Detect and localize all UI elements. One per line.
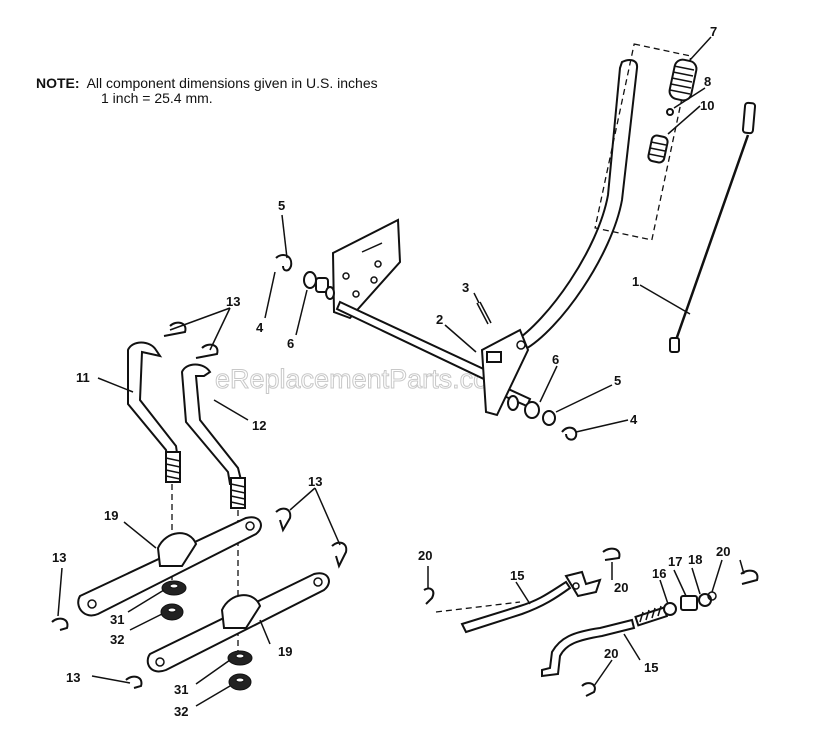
callout-13-top: 13 (226, 294, 240, 309)
handle-grip-guide (594, 43, 692, 241)
callout-18: 18 (688, 552, 702, 567)
callout-15-upper: 15 (510, 568, 524, 583)
clevis-pin-top-a (163, 321, 187, 337)
callout-3: 3 (462, 280, 469, 295)
mounting-bracket (331, 218, 402, 320)
jam-nut-16 (663, 602, 677, 616)
bushing-left (315, 277, 329, 293)
callout-13-mid: 13 (308, 474, 322, 489)
callout-19-upper: 19 (104, 508, 118, 523)
callout-17: 17 (668, 554, 682, 569)
callout-20-center: 20 (614, 580, 628, 595)
lift-link-right (180, 363, 246, 509)
collar-left (325, 286, 335, 300)
flat-washer-right (542, 410, 556, 426)
washer-right (524, 401, 540, 419)
callout-4-right: 4 (630, 412, 638, 427)
callout-31-lower: 31 (174, 682, 188, 697)
note-line-2: 1 inch = 25.4 mm. (101, 90, 213, 106)
callout-12: 12 (252, 418, 266, 433)
rod-spring-pin (476, 301, 492, 325)
adjustment-rod-upper (460, 570, 602, 634)
callout-8: 8 (704, 74, 711, 89)
clevis-pin-mid-b (331, 541, 348, 569)
cotter-pin-center (602, 547, 621, 561)
callout-20-bottom: 20 (604, 646, 618, 661)
lift-rod (669, 101, 757, 353)
callout-7: 7 (710, 24, 717, 39)
callout-19-lower: 19 (278, 644, 292, 659)
clevis-pin-bottom-b (125, 675, 143, 689)
hairpin-clip-left (275, 253, 293, 272)
hairpin-clip-right (561, 426, 578, 441)
callout-4-left: 4 (256, 320, 264, 335)
clevis-pin-bottom-a (51, 617, 69, 631)
grip-pin (666, 108, 674, 116)
clevis-pin-mid-a (275, 507, 292, 533)
callout-11: 11 (76, 370, 90, 385)
handle-grip (668, 58, 698, 102)
callout-32-lower: 32 (174, 704, 188, 719)
lift-link-left (127, 341, 181, 483)
callout-13-left: 13 (52, 550, 66, 565)
leader-lines (57, 36, 745, 707)
callout-2: 2 (436, 312, 443, 327)
callout-31-upper: 31 (110, 612, 124, 627)
handle-spring (647, 134, 669, 164)
callout-20-left: 20 (418, 548, 432, 563)
dimension-note: NOTE: All component dimensions given in … (36, 76, 378, 106)
lift-handle (480, 59, 639, 417)
callout-10: 10 (700, 98, 714, 113)
clevis-pin-top-b (195, 343, 219, 359)
callout-20-right: 20 (716, 544, 730, 559)
note-line-1: All component dimensions given in U.S. i… (86, 75, 378, 91)
callout-16: 16 (652, 566, 666, 581)
callout-32-upper: 32 (110, 632, 124, 647)
washer-left (303, 271, 317, 289)
cotter-pin-bottom (581, 682, 596, 697)
nut-18 (698, 593, 712, 607)
rod-guide-line (435, 601, 521, 613)
callout-6-left: 6 (287, 336, 294, 351)
callout-1: 1 (632, 274, 639, 289)
callout-5-left: 5 (278, 198, 285, 213)
callout-13-bottom: 13 (66, 670, 80, 685)
trunnion-17 (680, 595, 698, 611)
cotter-pin-left (423, 587, 435, 605)
callout-15-lower: 15 (644, 660, 658, 675)
lift-arm-lower (146, 572, 330, 673)
note-label: NOTE: (36, 75, 80, 91)
callout-6-right: 6 (552, 352, 559, 367)
lift-arm-upper (77, 516, 262, 617)
bushing-right (507, 395, 519, 411)
callout-5-right: 5 (614, 373, 621, 388)
